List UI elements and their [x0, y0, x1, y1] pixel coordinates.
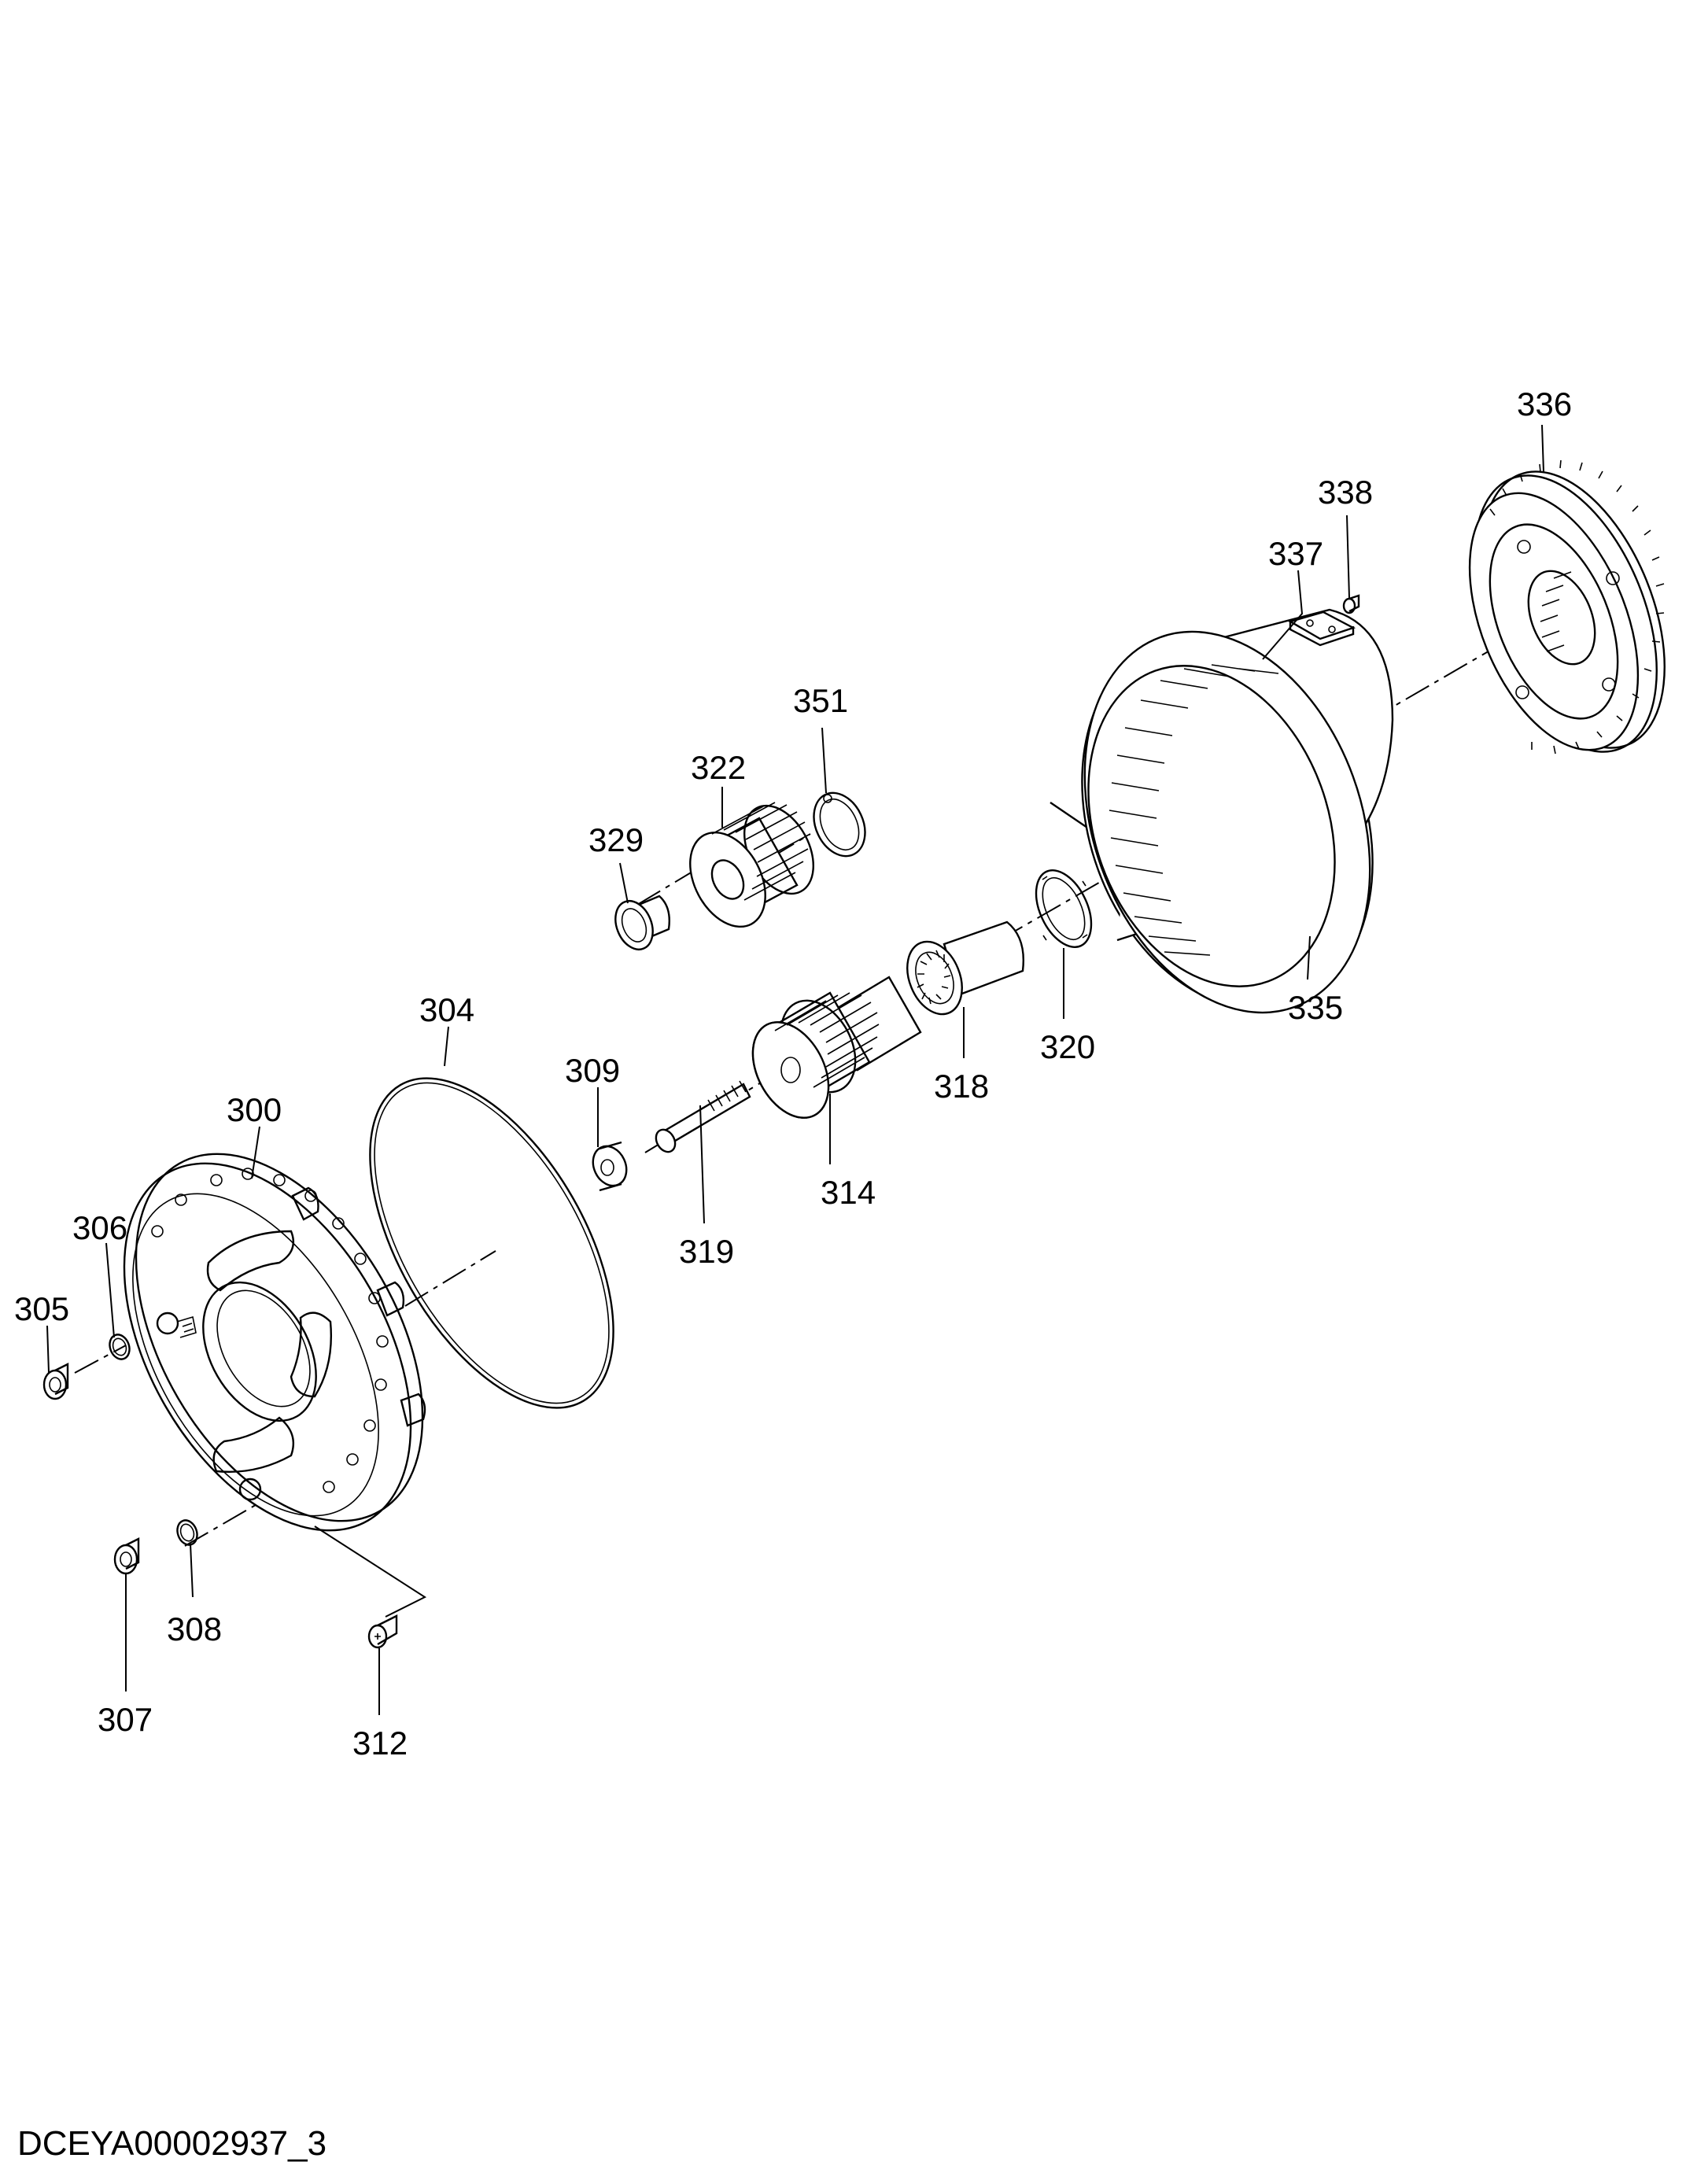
carrier-gear-336	[1468, 459, 1666, 754]
part-label-307: 307	[98, 1701, 153, 1738]
screw-312	[367, 1614, 398, 1649]
ring-306	[109, 1334, 131, 1360]
part-label-300: 300	[227, 1091, 282, 1128]
ring-gear-335	[1050, 608, 1394, 1014]
leader-lines	[46, 424, 1544, 1715]
gear-322	[689, 802, 815, 928]
o-ring-304	[369, 1077, 614, 1409]
part-label-335: 335	[1288, 989, 1343, 1026]
part-label-329: 329	[588, 821, 644, 858]
part-label-306: 306	[72, 1209, 127, 1246]
ring-308	[176, 1519, 198, 1546]
gear-314	[751, 976, 922, 1119]
part-label-308: 308	[167, 1610, 222, 1647]
thrust-plate-320	[1035, 869, 1093, 949]
part-labels: 300 304 305 306 307 308 309 312 314 318 …	[14, 386, 1572, 1762]
needle-bearing-329	[614, 895, 670, 950]
part-label-320: 320	[1040, 1028, 1095, 1065]
plug-305	[42, 1363, 69, 1400]
part-label-314: 314	[821, 1174, 876, 1211]
washer-309	[592, 1141, 628, 1192]
part-label-338: 338	[1318, 474, 1373, 511]
part-label-318: 318	[934, 1068, 989, 1105]
plug-307	[113, 1537, 140, 1575]
part-label-336: 336	[1517, 386, 1572, 422]
part-label-305: 305	[14, 1290, 69, 1327]
snap-ring-351	[813, 791, 866, 858]
part-label-312: 312	[352, 1725, 408, 1762]
part-label-319: 319	[679, 1233, 734, 1270]
part-label-351: 351	[793, 682, 848, 719]
part-label-304: 304	[419, 991, 474, 1028]
document-id: DCEYA00002937_3	[17, 2124, 327, 2163]
part-label-322: 322	[691, 749, 746, 786]
part-label-309: 309	[565, 1052, 620, 1089]
part-label-337: 337	[1268, 535, 1323, 572]
bearing-318	[906, 920, 1024, 1016]
screw-338	[1342, 594, 1360, 614]
shaft-319	[655, 1080, 751, 1153]
housing-flange-300	[123, 1153, 426, 1532]
